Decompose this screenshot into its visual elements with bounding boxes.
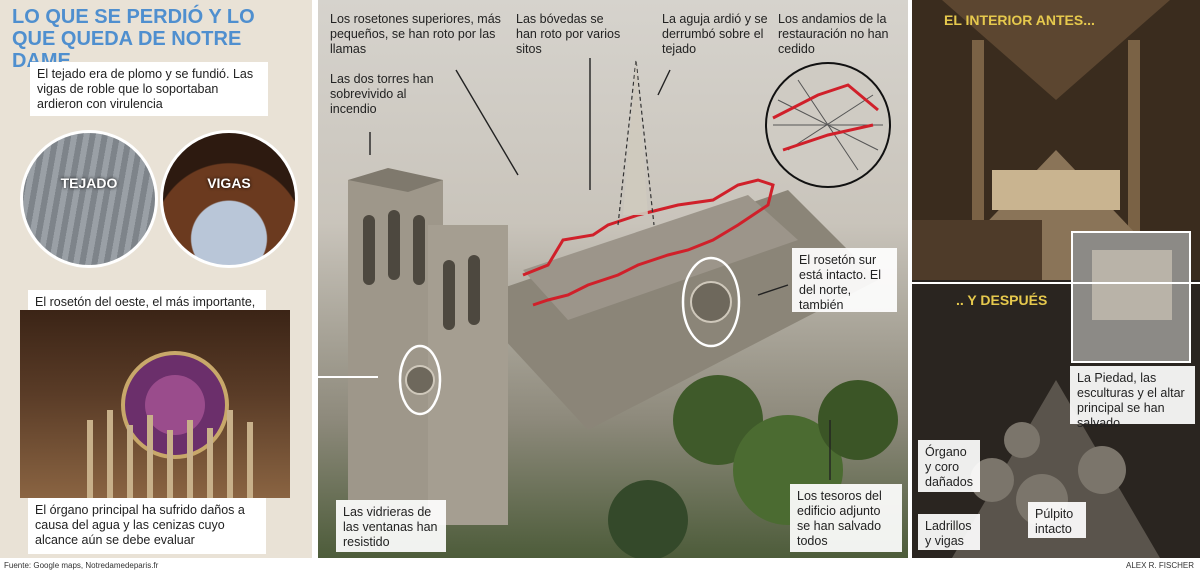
spire-label: La aguja ardió y se derrumbó sobre el te… — [662, 12, 768, 56]
bricks-callout: Ladrillos y vigas — [918, 514, 980, 550]
author-credit: ALEX R. FISCHER — [1125, 561, 1194, 570]
panel-divider — [912, 282, 1200, 284]
beams-photo: VIGAS — [160, 130, 298, 268]
south-rose-callout: El rosetón sur está intacto. El del nort… — [792, 248, 897, 312]
organ-choir-callout: Órgano y coro dañados — [918, 440, 980, 492]
scaffold-label: Los andamios de la restauración no han c… — [778, 12, 889, 56]
interior-panel — [912, 0, 1200, 558]
roof-photo: TEJADO — [20, 130, 158, 268]
page-title: LO QUE SE PERDIÓ Y LO QUE QUEDA DE NOTRE… — [12, 6, 255, 72]
interior-illustration — [912, 0, 1200, 558]
roof-photo-label: TEJADO — [60, 175, 118, 191]
windows-callout: Las vidrieras de las ventanas han resist… — [336, 500, 446, 552]
vaults-label: Las bóvedas se han roto por varios sitos — [516, 12, 621, 56]
organ-photo — [20, 310, 290, 498]
towers-label: Las dos torres han sobrevivido al incend… — [330, 72, 434, 116]
organ-callout: El órgano principal ha sufrido daños a c… — [28, 498, 266, 554]
before-title: EL INTERIOR ANTES... — [944, 12, 1095, 28]
roof-callout: El tejado era de plomo y se fundió. Las … — [30, 62, 268, 116]
after-title: .. Y DESPUÉS — [956, 292, 1048, 308]
organ-illustration — [87, 351, 253, 498]
upper-rose-label: Los rosetones superiores, más pequeños, … — [330, 12, 501, 56]
beams-photo-label: VIGAS — [207, 175, 251, 191]
source-note: Fuente: Google maps, Notredamedeparis.fr — [4, 561, 159, 570]
pieta-callout: La Piedad, las esculturas y el altar pri… — [1070, 366, 1195, 430]
treasures-callout: Los tesoros del edificio adjunto se han … — [790, 484, 902, 552]
pulpit-callout: Púlpito intacto — [1028, 502, 1086, 538]
